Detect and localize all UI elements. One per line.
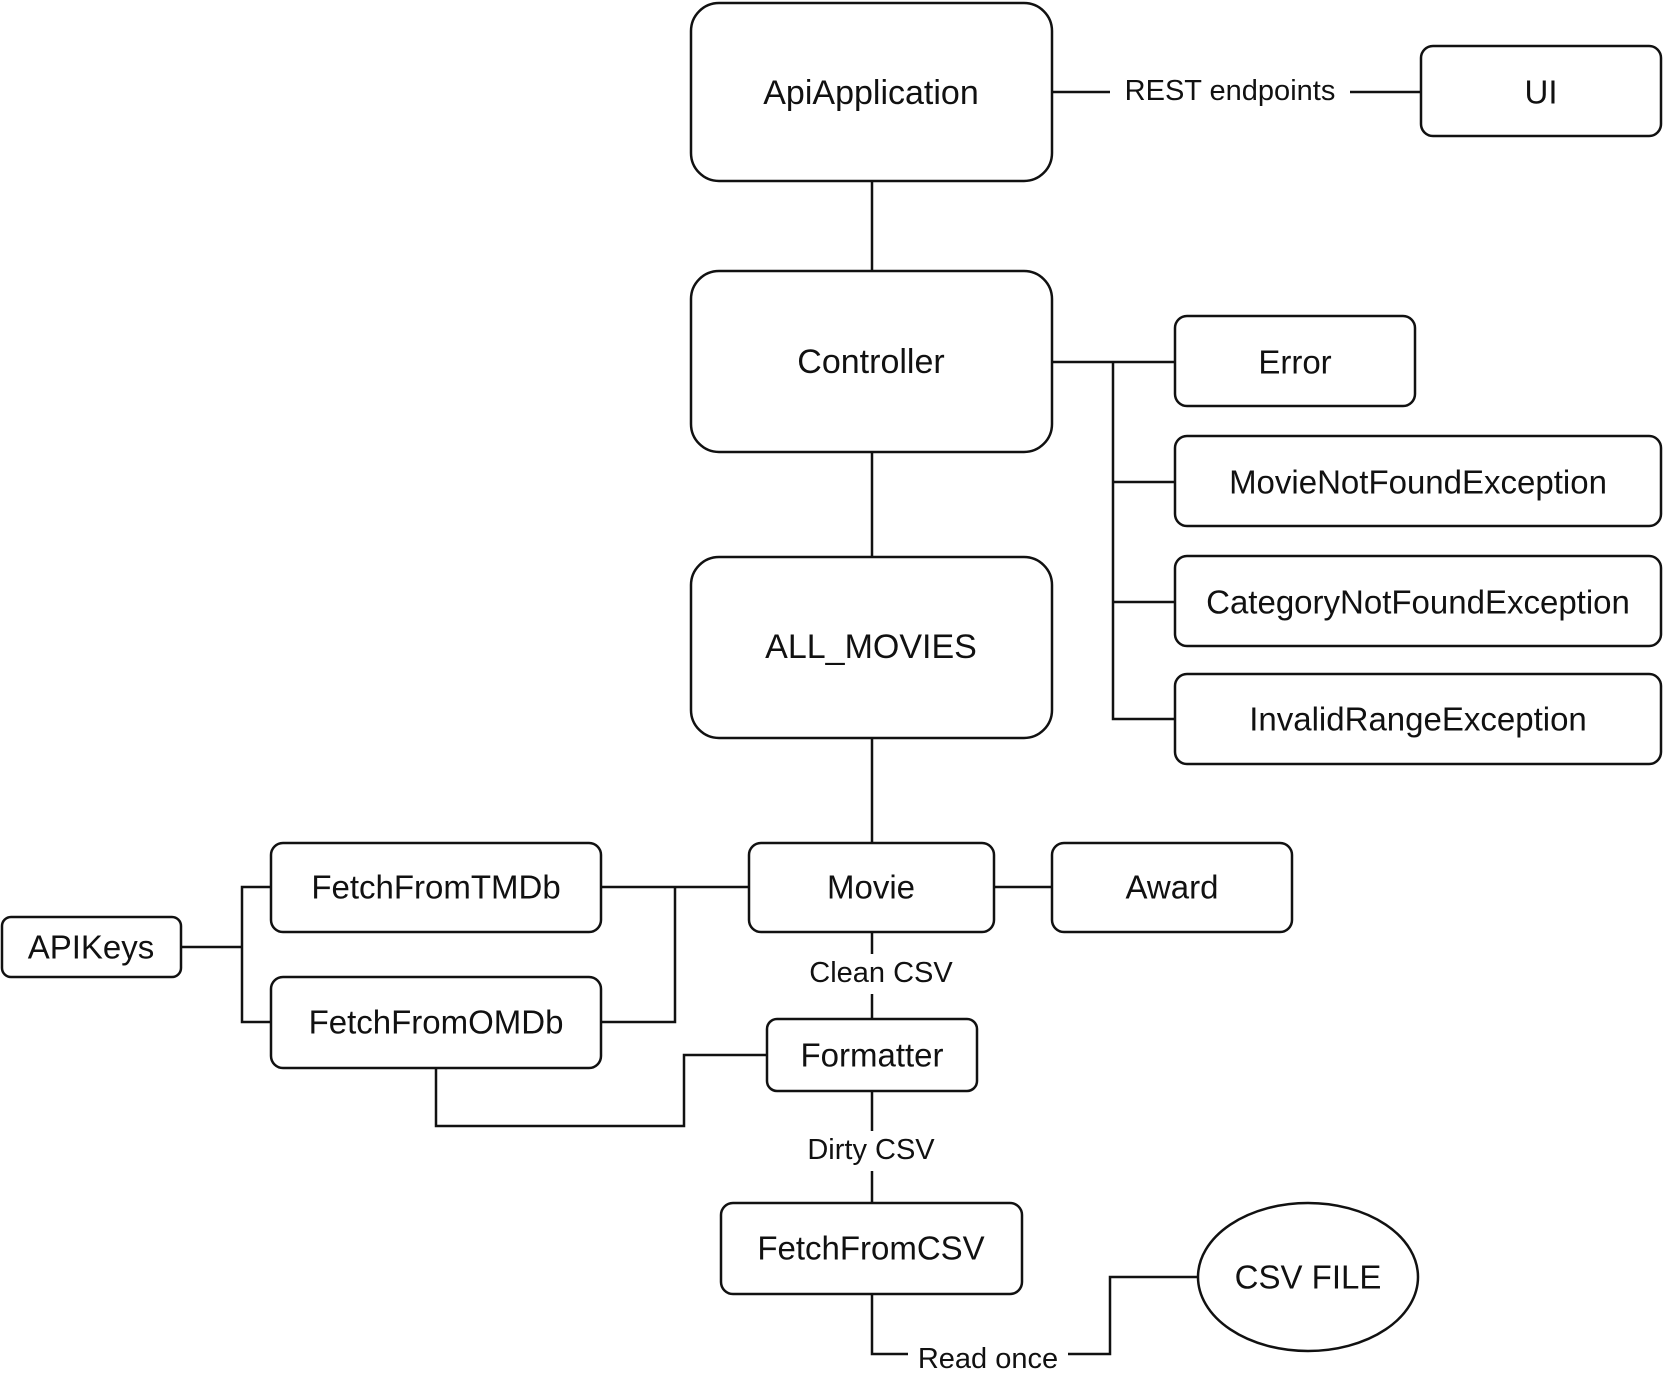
node-categorynotfoundexception-label: CategoryNotFoundException	[1206, 584, 1630, 621]
node-invalidrangeexception-label: InvalidRangeException	[1249, 701, 1587, 738]
node-csvfile-label: CSV FILE	[1235, 1259, 1382, 1296]
node-formatter-label: Formatter	[800, 1037, 943, 1074]
edge-omdb-formatter	[434, 1053, 767, 1128]
node-movienotfoundexception: MovieNotFoundException	[1173, 434, 1663, 528]
node-ui-label: UI	[1525, 74, 1558, 111]
edge-label-clean-csv: Clean CSV	[809, 957, 953, 989]
node-apiapplication-label: ApiApplication	[763, 74, 978, 112]
node-fetchfromcsv: FetchFromCSV	[719, 1201, 1024, 1296]
node-categorynotfoundexception: CategoryNotFoundException	[1173, 554, 1663, 648]
node-movie-label: Movie	[827, 869, 915, 906]
node-fetchfromomdb-label: FetchFromOMDb	[309, 1004, 564, 1041]
node-error-label: Error	[1258, 344, 1331, 381]
node-movienotfoundexception-label: MovieNotFoundException	[1229, 464, 1607, 501]
edge-label-rest-endpoints: REST endpoints	[1125, 75, 1336, 107]
node-award-label: Award	[1126, 869, 1219, 906]
node-fetchfromtmdb: FetchFromTMDb	[269, 841, 603, 934]
node-formatter: Formatter	[765, 1017, 979, 1093]
node-allmovies: ALL_MOVIES	[689, 555, 1054, 740]
node-fetchfromcsv-label: FetchFromCSV	[757, 1230, 984, 1267]
edge-label-read-once: Read once	[918, 1343, 1058, 1375]
edge-omdb-movie	[601, 887, 677, 1024]
node-apikeys: APIKeys	[0, 915, 183, 979]
node-fetchfromomdb: FetchFromOMDb	[269, 975, 603, 1070]
edge-labels: REST endpoints Clean CSV Dirty CSV Read …	[796, 72, 1350, 1378]
node-controller: Controller	[689, 269, 1054, 454]
node-error: Error	[1173, 314, 1417, 408]
connectors	[181, 90, 1421, 1356]
node-controller-label: Controller	[797, 343, 944, 381]
node-award: Award	[1050, 841, 1294, 934]
edge-label-dirty-csv: Dirty CSV	[807, 1134, 935, 1166]
edge-exceptions-trunk	[1111, 362, 1175, 721]
node-csvfile: CSV FILE	[1196, 1201, 1420, 1353]
edge-apikeys-tmdb	[240, 885, 271, 1024]
edge-fetchcsv-csvfile	[870, 1275, 1198, 1356]
node-apikeys-label: APIKeys	[28, 929, 155, 966]
node-movie: Movie	[747, 841, 996, 934]
node-ui: UI	[1419, 44, 1663, 138]
node-apiapplication: ApiApplication	[689, 1, 1054, 183]
node-allmovies-label: ALL_MOVIES	[765, 628, 977, 666]
node-invalidrangeexception: InvalidRangeException	[1173, 672, 1663, 766]
node-fetchfromtmdb-label: FetchFromTMDb	[311, 869, 560, 906]
